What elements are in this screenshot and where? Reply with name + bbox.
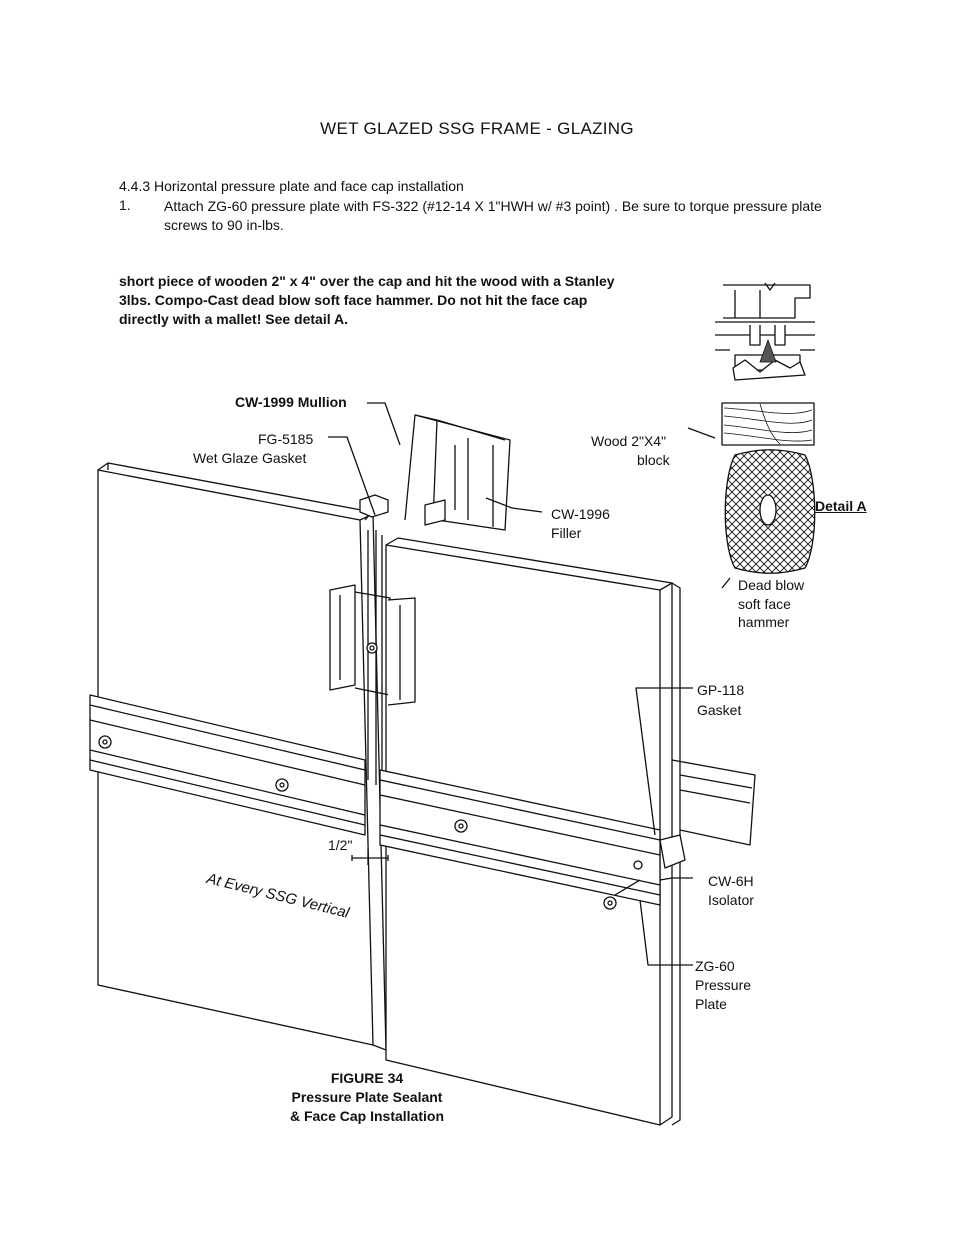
label-fg-desc: Wet Glaze Gasket	[193, 450, 307, 466]
figure-caption: FIGURE 34 Pressure Plate Sealant & Face …	[232, 1069, 502, 1126]
label-filler-code: CW-1996	[551, 506, 610, 522]
label-hammer-2: soft face	[738, 596, 791, 612]
label-mullion: CW-1999 Mullion	[235, 394, 347, 410]
label-gp-desc: Gasket	[697, 702, 742, 718]
wood-block	[721, 402, 815, 446]
page-title: WET GLAZED SSG FRAME - GLAZING	[320, 119, 634, 138]
label-gp-code: GP-118	[697, 682, 745, 698]
section-heading: 4.4.3 Horizontal pressure plate and face…	[119, 178, 464, 194]
step-text: Attach ZG-60 pressure plate with FS-322 …	[164, 198, 822, 233]
label-detail-a: Detail A	[815, 498, 867, 514]
label-fg-code: FG-5185	[258, 431, 314, 447]
step-number: 1.	[119, 197, 131, 213]
figure-caption-line-1: Pressure Plate Sealant	[291, 1089, 443, 1105]
label-zg-desc-1: Pressure	[695, 977, 752, 993]
label-isolator-desc: Isolator	[708, 892, 754, 908]
right-pressure-plate	[379, 769, 661, 906]
figure-number: FIGURE 34	[330, 1070, 404, 1086]
label-filler-desc: Filler	[551, 525, 582, 541]
label-hammer-1: Dead blow	[738, 577, 805, 593]
label-zg-desc-2: Plate	[695, 996, 727, 1012]
label-wood-block: block	[637, 452, 670, 468]
label-wood: Wood 2"X4"	[591, 433, 667, 449]
vertical-clip	[329, 584, 356, 691]
label-half-inch: 1/2"	[328, 837, 353, 853]
label-hammer-3: hammer	[738, 614, 790, 630]
hammer-note: short piece of wooden 2" x 4" over the c…	[119, 273, 615, 327]
figure-caption-line-2: & Face Cap Installation	[289, 1108, 445, 1124]
label-zg-code: ZG-60	[695, 958, 735, 974]
label-isolator-code: CW-6H	[708, 873, 754, 889]
left-pressure-plate	[89, 694, 366, 836]
detail-a-profile	[715, 282, 815, 381]
